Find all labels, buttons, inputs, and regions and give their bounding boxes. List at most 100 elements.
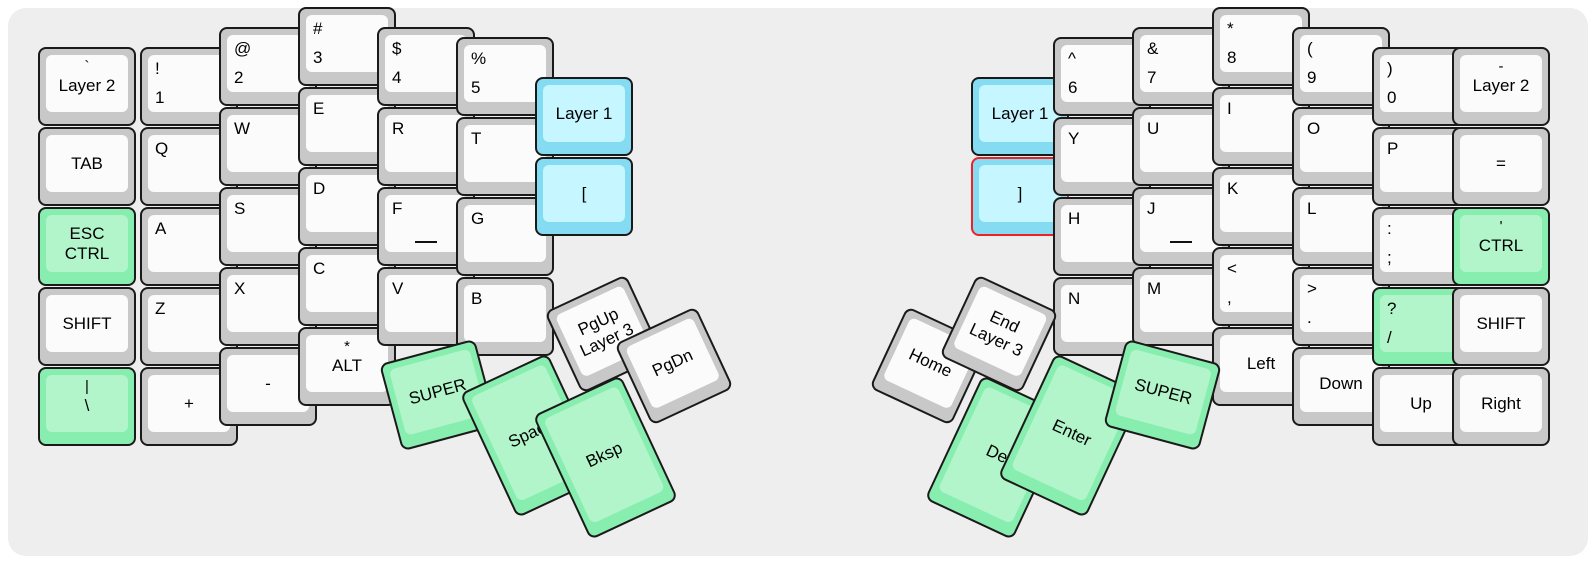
legend-shifted: $ — [392, 39, 402, 58]
legend-shifted: ' — [1499, 218, 1503, 235]
legend-base: SUPER — [1132, 375, 1195, 409]
legend-shifted: N — [1068, 289, 1081, 308]
keycap-face: Z — [148, 295, 230, 352]
legend-base: TAB — [71, 153, 103, 173]
key-j[interactable]: J — [1132, 187, 1230, 266]
keycap-face: L — [1300, 195, 1382, 252]
key-tab[interactable]: TAB — [38, 127, 136, 206]
key-layer1-left[interactable]: Layer 1 — [535, 77, 633, 156]
legend-shifted: < — [1227, 259, 1237, 278]
legend-shifted: I — [1227, 99, 1232, 118]
keycap-face: Layer 1 — [543, 85, 625, 142]
key-grave-layer2[interactable]: `Layer 2 — [38, 47, 136, 126]
legend-base: PgDn — [649, 345, 696, 381]
key-bracket-left[interactable]: [ — [535, 157, 633, 236]
keycap-face: J — [1140, 195, 1222, 252]
keycap-face: H — [1061, 205, 1143, 262]
legend-shifted: J — [1147, 199, 1156, 218]
legend-base: + — [184, 393, 194, 413]
legend-base: 7 — [1147, 68, 1157, 88]
legend-shifted: > — [1307, 279, 1317, 298]
keycap-face: F — [385, 195, 467, 252]
keycap-face: *8 — [1220, 15, 1302, 72]
legend-base: = — [1496, 153, 1506, 173]
legend-base: Layer 2 — [1472, 75, 1530, 95]
keycap-face: G — [464, 205, 546, 262]
legend-shifted: U — [1147, 119, 1160, 138]
key-layer1-right[interactable]: Layer 1 — [971, 77, 1069, 156]
legend-shifted: | — [85, 378, 89, 395]
legend-shifted: P — [1387, 139, 1399, 158]
legend-shifted: O — [1307, 119, 1321, 138]
keycap-face: >. — [1300, 275, 1382, 332]
legend-base: CTRL — [1478, 235, 1524, 255]
key-equals[interactable]: = — [1452, 127, 1550, 206]
legend-base: 0 — [1387, 88, 1397, 108]
legend-shifted: A — [155, 219, 167, 238]
key-t[interactable]: T — [456, 117, 554, 196]
legend-base: 5 — [471, 78, 481, 98]
legend-base: Layer 2 — [58, 75, 116, 95]
keycap-face: $4 — [385, 35, 467, 92]
key-b[interactable]: B — [456, 277, 554, 356]
keycap-face: Down — [1300, 355, 1382, 412]
legend-shifted: ( — [1307, 39, 1313, 58]
keycap-face: %5 — [464, 45, 546, 102]
keycap-face: ?/ — [1380, 295, 1462, 352]
keycap-face: T — [464, 125, 546, 182]
legend-shifted: T — [471, 129, 482, 148]
key-bracket-right[interactable]: ] — [971, 157, 1069, 236]
keycap-face: I — [1220, 95, 1302, 152]
keycap-face: |\ — [46, 375, 128, 432]
legend-shifted: S — [234, 199, 246, 218]
keycap-face: `Layer 2 — [46, 55, 128, 112]
legend-shifted: D — [313, 179, 326, 198]
keycap-face: E — [306, 95, 388, 152]
legend-shifted: W — [234, 119, 251, 138]
key-shift-left[interactable]: SHIFT — [38, 287, 136, 366]
legend-base: [ — [581, 183, 587, 203]
key-5-percent[interactable]: %5 — [456, 37, 554, 116]
key-quote-ctrl[interactable]: 'CTRL — [1452, 207, 1550, 286]
legend-shifted: @ — [234, 39, 252, 58]
keycap-face: SUPER — [1114, 348, 1213, 436]
key-right-arrow[interactable]: Right — [1452, 367, 1550, 446]
legend-base: 8 — [1227, 48, 1237, 68]
keycap-face: S — [227, 195, 309, 252]
legend-base: 9 — [1307, 68, 1317, 88]
legend-base: , — [1227, 288, 1232, 308]
keycap-face: - — [227, 355, 309, 412]
legend-base: \ — [84, 395, 90, 415]
keycap-face: 'CTRL — [1460, 215, 1542, 272]
keycap-face: SHIFT — [1460, 295, 1542, 352]
keycap-face: M — [1140, 275, 1222, 332]
key-shift-right[interactable]: SHIFT — [1452, 287, 1550, 366]
legend-base: ] — [1017, 183, 1023, 203]
legend-shifted: K — [1227, 179, 1239, 198]
legend-shifted: Q — [155, 139, 169, 158]
key-pipe-backslash[interactable]: |\ — [38, 367, 136, 446]
key-minus-layer2[interactable]: -Layer 2 — [1452, 47, 1550, 126]
key-g[interactable]: G — [456, 197, 554, 276]
keycap-face: O — [1300, 115, 1382, 172]
key-p[interactable]: P — [1372, 127, 1470, 206]
legend-shifted: X — [234, 279, 246, 298]
keycap-face: W — [227, 115, 309, 172]
keycap-face: &7 — [1140, 35, 1222, 92]
legend-base: Left — [1246, 353, 1276, 373]
keycap-face: R — [385, 115, 467, 172]
legend-base: 2 — [234, 68, 244, 88]
legend-shifted: V — [392, 279, 404, 298]
keycap-face: Right — [1460, 375, 1542, 432]
legend-base: Layer 1 — [555, 103, 613, 123]
keycap-face: V — [385, 275, 467, 332]
keycap-face: N — [1061, 285, 1143, 342]
keycap-face: )0 — [1380, 55, 1462, 112]
legend-base: Bksp — [582, 437, 626, 472]
key-0-rparen[interactable]: )0 — [1372, 47, 1470, 126]
keycap-face: TAB — [46, 135, 128, 192]
key-esc-ctrl[interactable]: ESC CTRL — [38, 207, 136, 286]
legend-base: Enter — [1049, 415, 1095, 450]
homing-bar-indicator — [1170, 241, 1192, 243]
